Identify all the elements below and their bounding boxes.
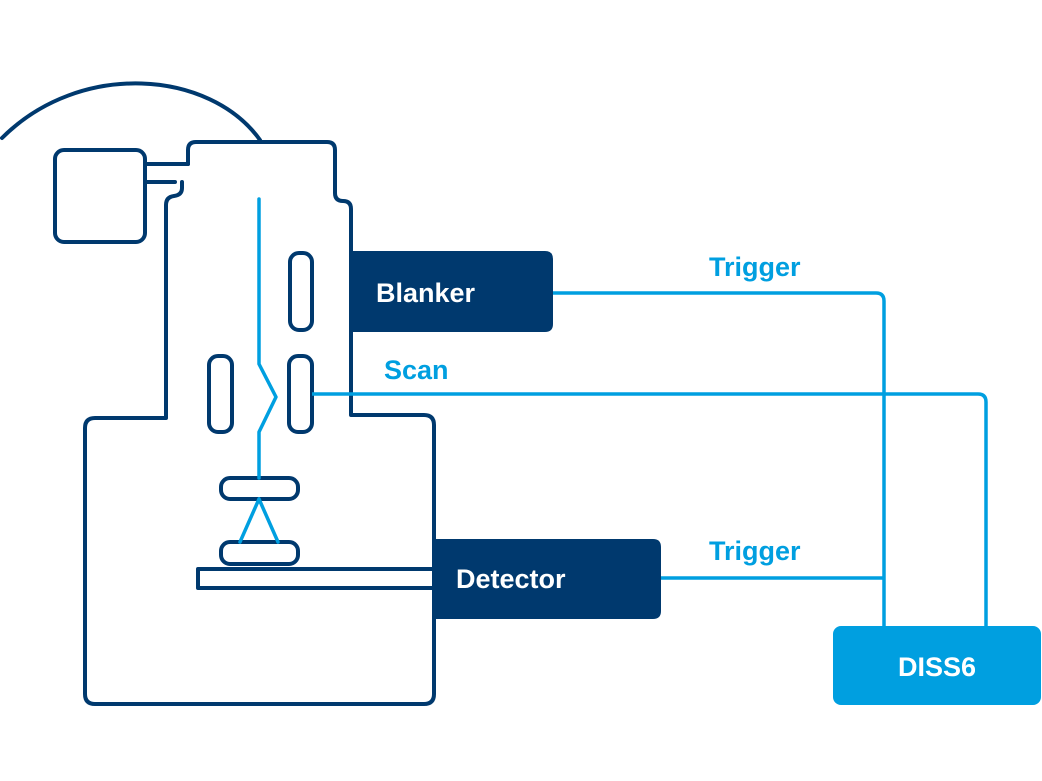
sample xyxy=(219,540,300,566)
trigger-label-top: Trigger xyxy=(709,252,801,282)
signal-lines xyxy=(312,291,988,626)
blanker-box: Blanker xyxy=(351,251,553,332)
scan-label: Scan xyxy=(384,355,449,385)
detector-label: Detector xyxy=(456,564,566,594)
detector-box: Detector xyxy=(434,539,661,619)
column-arc xyxy=(0,81,262,142)
beam-cone xyxy=(238,497,280,544)
scan-coil-left xyxy=(207,354,234,434)
diss6-box: DISS6 xyxy=(833,626,1041,705)
objective-lens xyxy=(219,476,300,501)
trigger-line-top xyxy=(553,291,886,626)
scan-coil-right xyxy=(287,354,314,434)
electron-beam xyxy=(238,197,280,544)
diss6-label: DISS6 xyxy=(898,652,976,682)
side-box xyxy=(53,148,147,244)
trigger-label-bottom: Trigger xyxy=(709,536,801,566)
stage xyxy=(196,567,435,590)
blanker-label: Blanker xyxy=(376,278,476,308)
scan-line xyxy=(312,392,988,626)
beam-path xyxy=(257,197,278,480)
lens-upper xyxy=(288,251,314,332)
connector-pipe xyxy=(143,162,190,184)
